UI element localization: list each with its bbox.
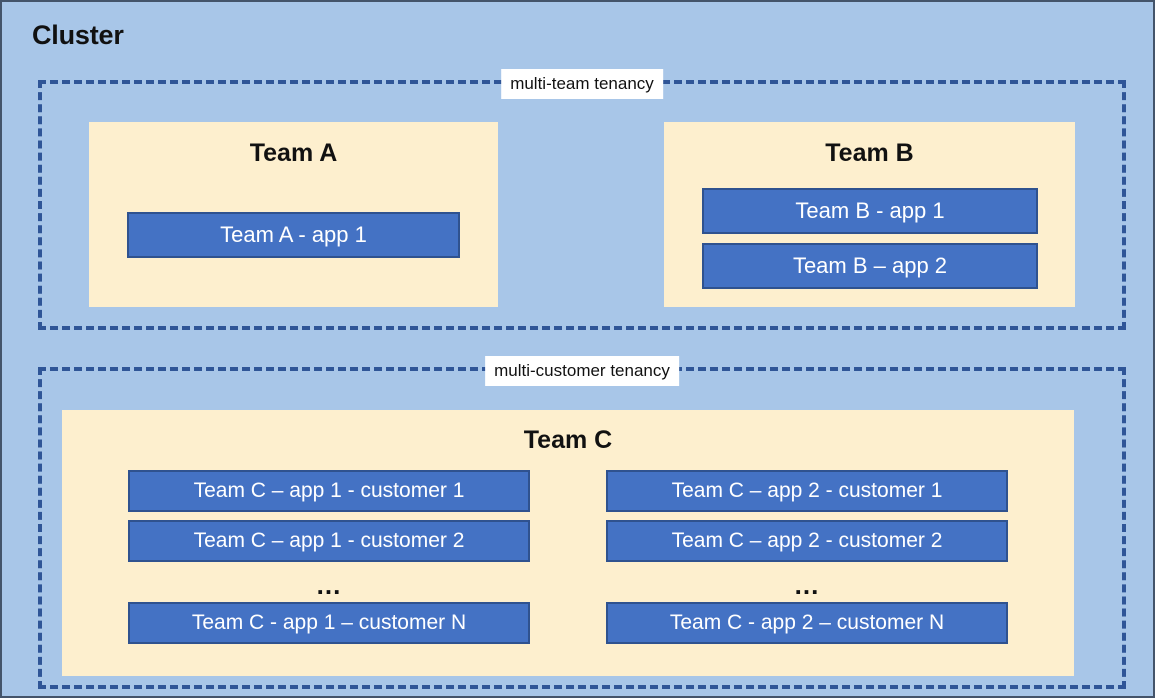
app-chip-team-c-app-1-customer-n[interactable]: Team C - app 1 – customer N: [128, 602, 530, 644]
team-b-app-list: Team B - app 1 Team B – app 2: [702, 188, 1038, 289]
team-a-app-list: Team A - app 1: [127, 212, 460, 258]
team-a-panel: Team A Team A - app 1: [89, 122, 498, 307]
multi-team-tenancy-label: multi-team tenancy: [501, 69, 663, 99]
team-c-app-2-column: Team C – app 2 - customer 1 Team C – app…: [606, 470, 1008, 644]
app-chip-team-c-app-2-customer-2[interactable]: Team C – app 2 - customer 2: [606, 520, 1008, 562]
app-chip-team-b-app-2[interactable]: Team B – app 2: [702, 243, 1038, 289]
team-b-panel: Team B Team B - app 1 Team B – app 2: [664, 122, 1075, 307]
multi-customer-tenancy-label: multi-customer tenancy: [485, 356, 679, 386]
cluster-title: Cluster: [32, 20, 124, 50]
app-chip-team-c-app-1-customer-2[interactable]: Team C – app 1 - customer 2: [128, 520, 530, 562]
multi-customer-tenancy-group: multi-customer tenancy Team C Team C – a…: [38, 356, 1126, 689]
app-chip-team-c-app-2-customer-n[interactable]: Team C - app 2 – customer N: [606, 602, 1008, 644]
app-chip-team-c-app-1-customer-1[interactable]: Team C – app 1 - customer 1: [128, 470, 530, 512]
team-c-app-1-column: Team C – app 1 - customer 1 Team C – app…: [128, 470, 530, 644]
team-a-title: Team A: [249, 139, 338, 167]
app-chip-team-b-app-1[interactable]: Team B - app 1: [702, 188, 1038, 234]
multi-team-tenancy-group: multi-team tenancy Team A Team A - app 1…: [38, 69, 1126, 330]
team-c-app-1-ellipsis: ...: [316, 570, 342, 600]
app-chip-team-a-app-1[interactable]: Team A - app 1: [127, 212, 460, 258]
team-c-column-container: Team C – app 1 - customer 1 Team C – app…: [62, 470, 1074, 644]
team-c-title: Team C: [523, 426, 613, 454]
team-c-panel: Team C Team C – app 1 - customer 1 Team …: [62, 410, 1074, 676]
team-c-app-2-ellipsis: ...: [794, 570, 820, 600]
team-b-title: Team B: [825, 139, 914, 167]
app-chip-team-c-app-2-customer-1[interactable]: Team C – app 2 - customer 1: [606, 470, 1008, 512]
